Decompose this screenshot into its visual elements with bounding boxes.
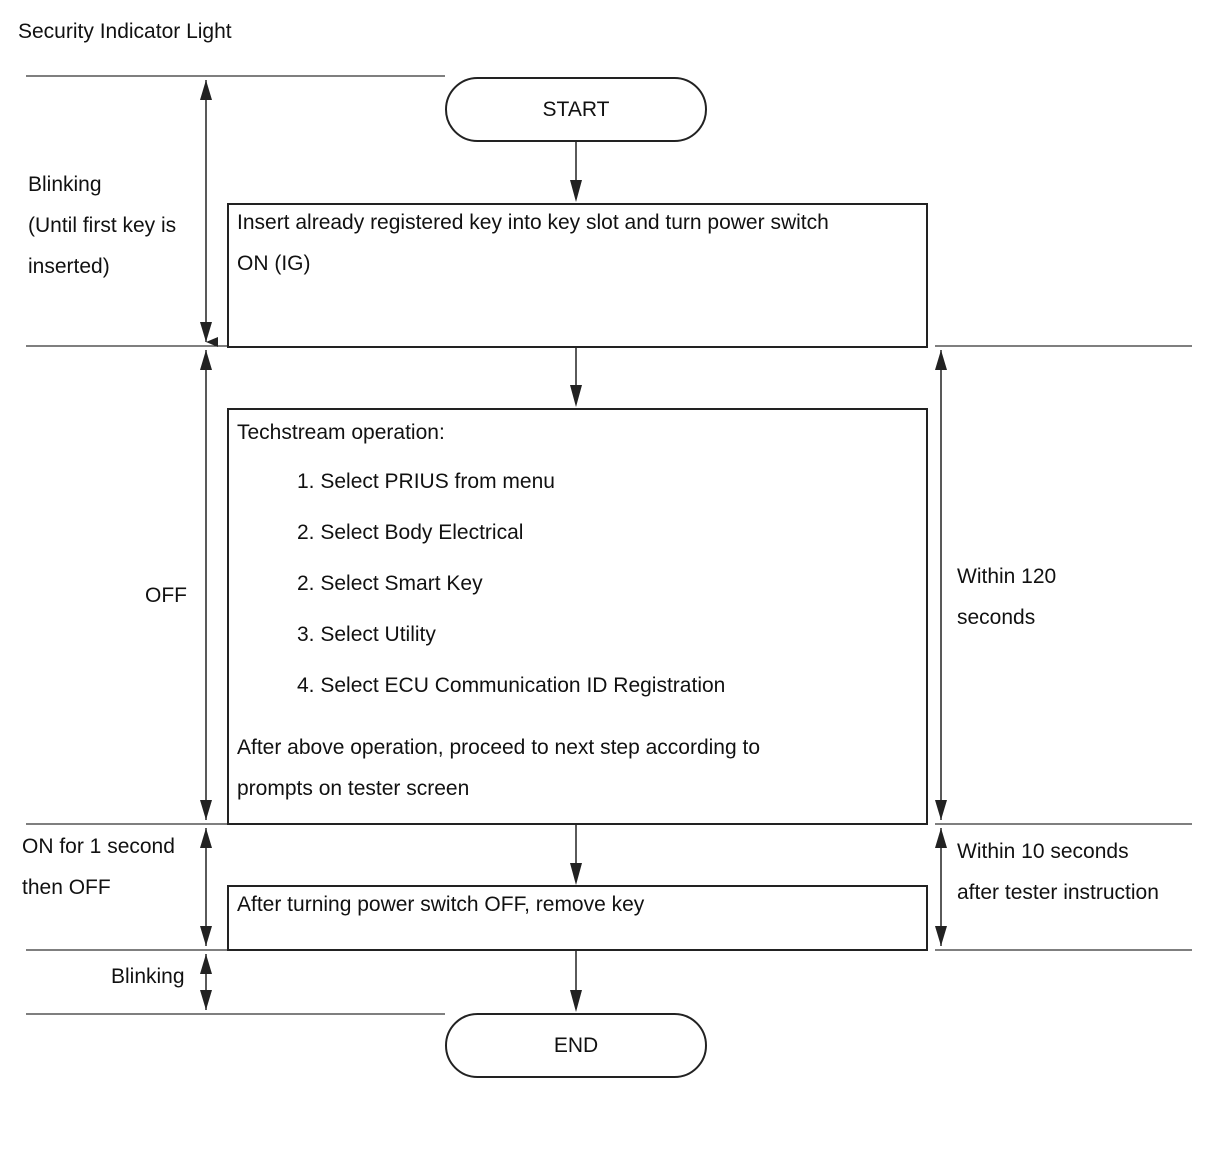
step-techstream-operation: Techstream operation: 1. Select PRIUS fr…: [227, 408, 928, 825]
state-blinking-first-line-2: (Until first key is: [28, 214, 177, 237]
state-off: OFF: [145, 584, 187, 607]
techstream-item: 2. Select Smart Key: [297, 572, 483, 595]
techstream-after-line-1: After above operation, proceed to next s…: [237, 736, 761, 759]
state-on-one-second-line-2: then OFF: [22, 876, 111, 899]
insert-key-line-2: ON (IG): [237, 252, 311, 275]
state-blinking-first-line-1: Blinking: [28, 173, 102, 196]
timing-within-10-line-1: Within 10 seconds: [957, 840, 1129, 863]
timing-within-10-line-2: after tester instruction: [957, 881, 1159, 904]
end-label: END: [553, 1033, 599, 1057]
timing-within-120-line-1: Within 120: [957, 565, 1057, 588]
step-insert-key: Insert already registered key into key s…: [227, 203, 928, 348]
techstream-item: 4. Select ECU Communication ID Registrat…: [297, 674, 726, 697]
end-terminal: END: [445, 1013, 707, 1078]
remove-key-text: After turning power switch OFF, remove k…: [237, 893, 645, 916]
techstream-item: 3. Select Utility: [297, 623, 436, 646]
start-label: START: [542, 97, 610, 121]
techstream-heading: Techstream operation:: [237, 421, 445, 444]
techstream-item: 2. Select Body Electrical: [297, 521, 524, 544]
techstream-item: 1. Select PRIUS from menu: [297, 470, 555, 493]
state-on-one-second-line-1: ON for 1 second: [22, 835, 175, 858]
diagram-title: Security Indicator Light: [18, 20, 232, 43]
timing-within-120-line-2: seconds: [957, 606, 1036, 629]
state-blinking-end: Blinking: [111, 965, 185, 988]
state-blinking-first-line-3: inserted): [28, 255, 110, 278]
flow-arrowheads: [570, 180, 582, 1012]
start-terminal: START: [445, 77, 707, 142]
arrowheads: [200, 80, 947, 1010]
step-remove-key: After turning power switch OFF, remove k…: [227, 885, 928, 951]
techstream-after-line-2: prompts on tester screen: [237, 777, 470, 800]
insert-key-line-1: Insert already registered key into key s…: [237, 211, 829, 234]
